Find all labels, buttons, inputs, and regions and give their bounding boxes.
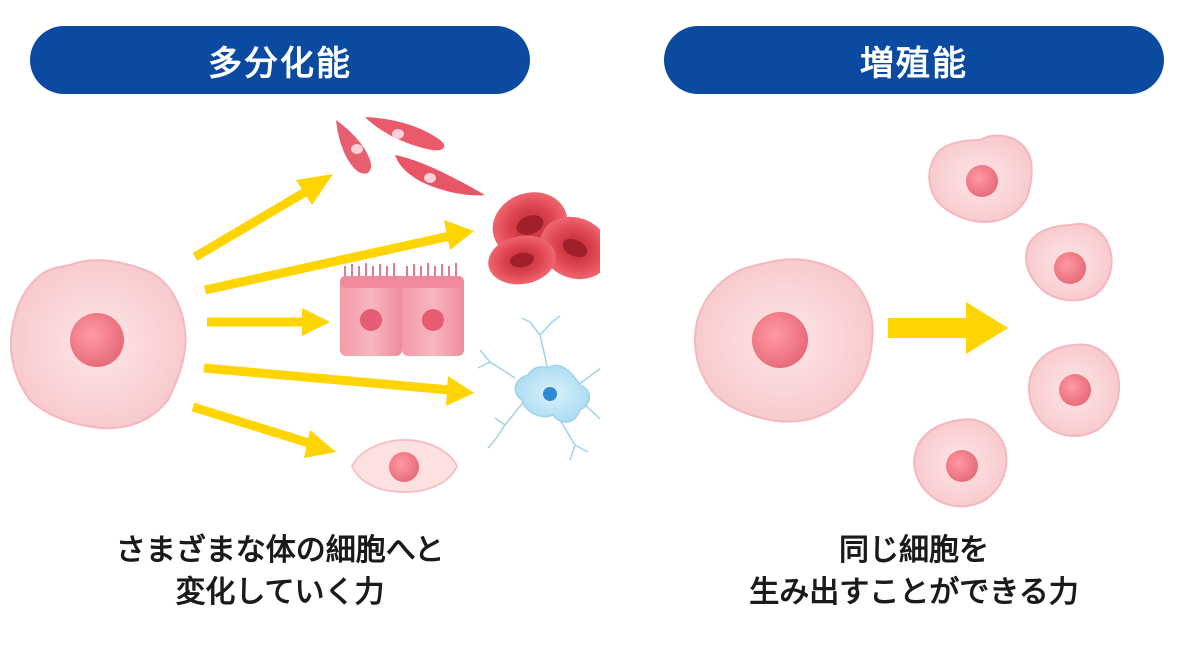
pluripotency-caption-line1: さまざまな体の細胞へと [115,533,445,568]
nerve-cell [477,315,600,461]
pluripotency-caption-line2: 変化していく力 [175,575,385,610]
pluripotency-illustration [9,117,600,494]
differentiation-arrows [191,174,474,458]
arrow-to-muscle [192,174,333,261]
pluripotency-panel: 多分化能 [0,26,600,614]
pluripotency-title: 多分化能 [30,26,530,94]
proliferation-illustration [694,134,1120,508]
proliferation-panel: 増殖能 [600,0,1200,647]
daughter-cell-1 [928,134,1033,224]
arrow-to-nerve [203,363,474,406]
proliferation-title: 増殖能 [664,26,1164,94]
proliferation-caption: 同じ細胞を 生み出すことができる力 [614,530,1200,614]
daughter-cell-3 [1027,343,1120,437]
round-cell [350,438,459,494]
proliferation-caption-line2: 生み出すことができる力 [749,575,1079,610]
proliferation-arrow [888,302,1008,354]
pluripotency-caption: さまざまな体の細胞へと 変化していく力 [0,530,580,614]
epithelial-cells [340,263,464,356]
arrow-to-red-blood [204,220,474,295]
stem-cell [9,259,187,430]
daughter-cell-4 [913,418,1008,508]
stem-cell-nucleus [70,313,124,367]
red-blood-cells [488,192,600,285]
parent-stem-cell [694,258,874,423]
muscle-cells [336,117,485,196]
arrow-to-epithelial [207,308,330,336]
daughter-cell-2 [1025,222,1113,302]
arrow-to-fat-cell [191,402,336,458]
proliferation-caption-line1: 同じ細胞を [839,533,989,568]
